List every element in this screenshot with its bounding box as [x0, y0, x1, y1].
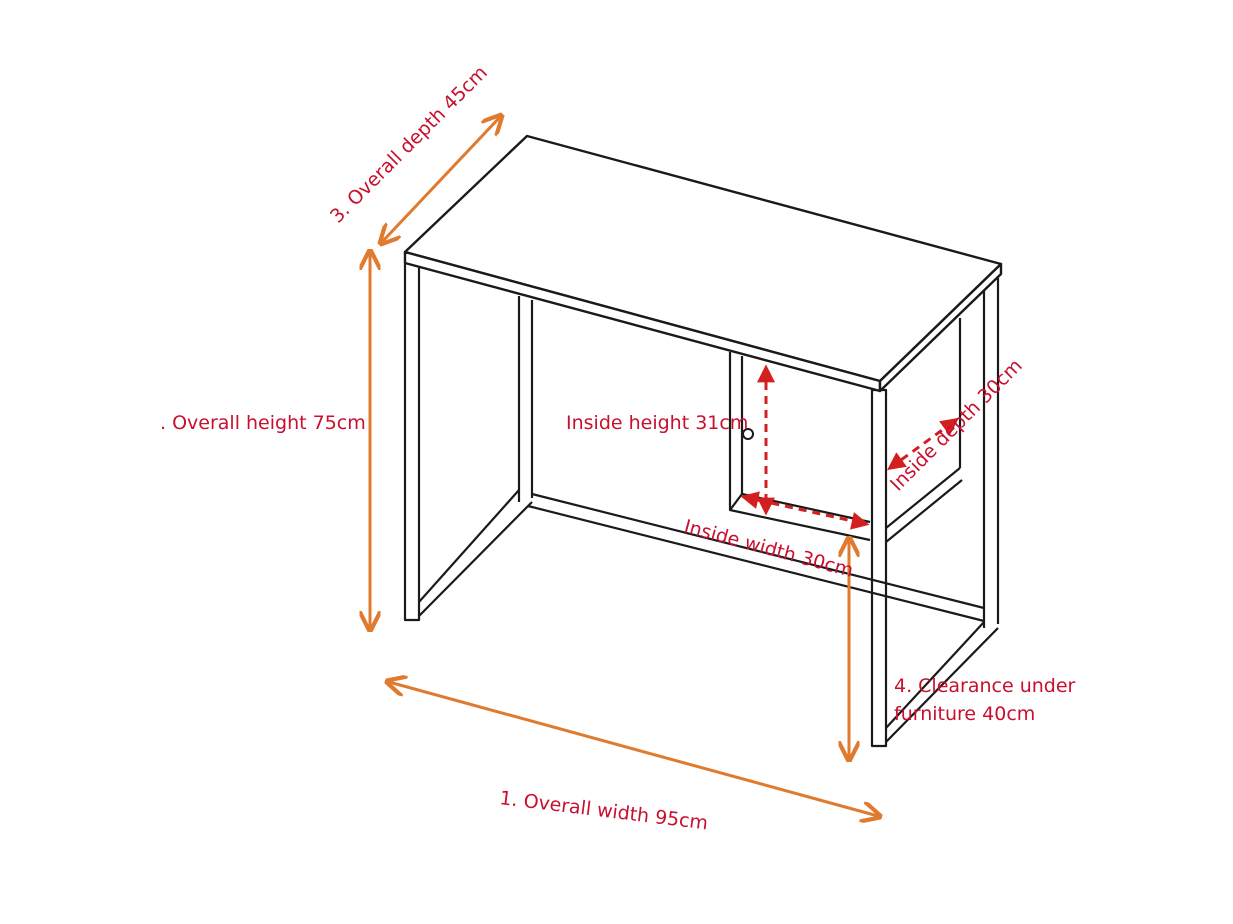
inside-height-label: Inside height 31cm — [566, 412, 748, 434]
front-right-leg — [870, 388, 888, 748]
cabinet-knob — [742, 428, 754, 440]
clearance-label-line2: furniture 40cm — [894, 703, 1035, 725]
right-bottom-rail — [885, 621, 999, 743]
right-shelf-support — [885, 318, 963, 543]
back-right-leg — [982, 278, 1000, 628]
inside-depth-label: Inside depth 30cm — [886, 355, 1027, 496]
overall-width-label: 1. Overall width 95cm — [498, 787, 709, 834]
front-left-leg — [403, 261, 421, 622]
overall-width-arrow — [389, 682, 878, 816]
clearance-label-line1: 4. Clearance under — [894, 675, 1076, 697]
overall-height-label: . Overall height 75cm — [160, 412, 366, 434]
tabletop — [403, 134, 1003, 393]
back-bottom-rail — [527, 492, 985, 623]
inside-width-arrow — [740, 491, 870, 530]
overall-depth-arrow — [382, 117, 500, 242]
back-left-leg — [517, 296, 534, 502]
desk-drawing — [403, 134, 1003, 748]
left-bottom-rail — [418, 489, 533, 617]
inside-width-label: Inside width 30cm — [682, 516, 856, 582]
